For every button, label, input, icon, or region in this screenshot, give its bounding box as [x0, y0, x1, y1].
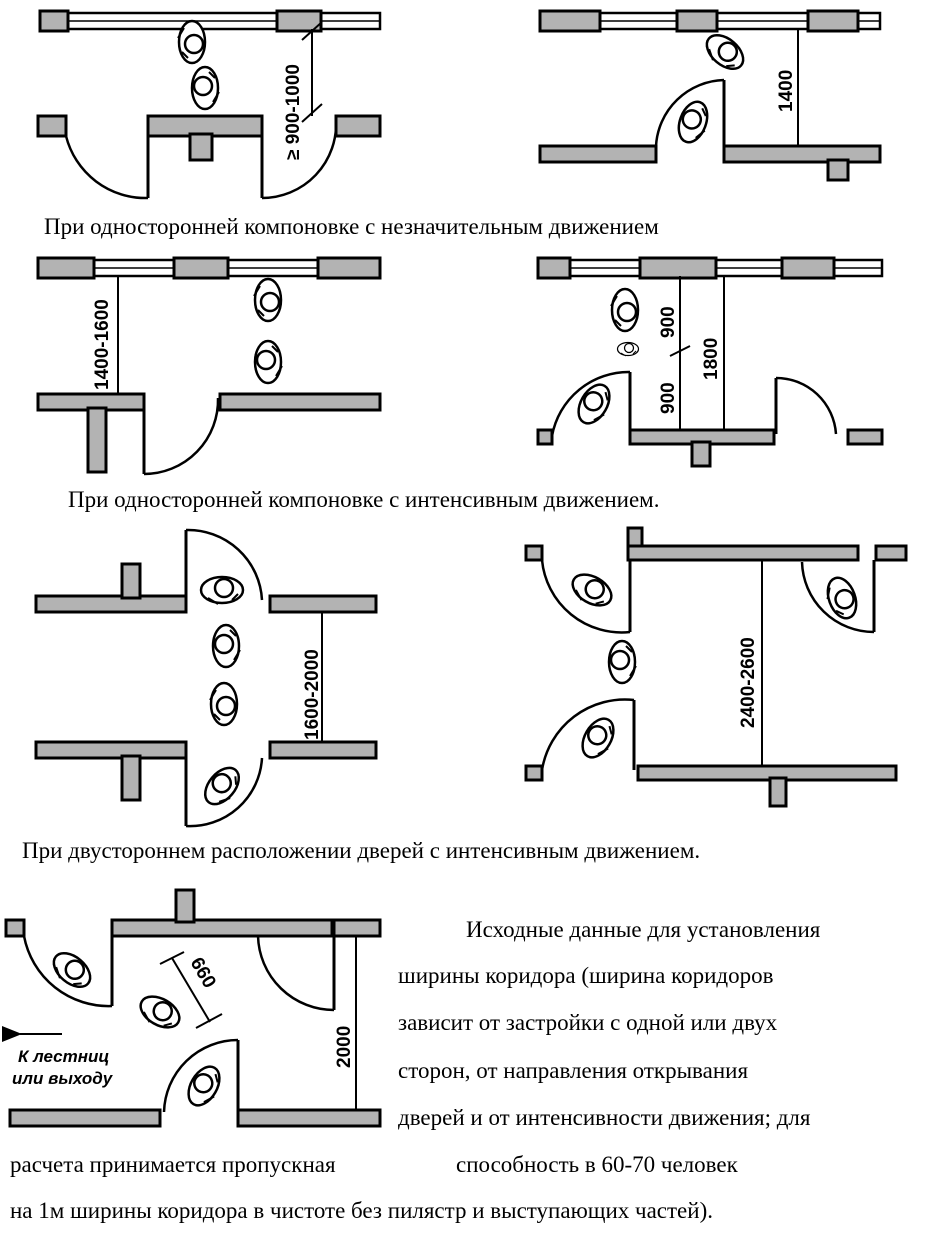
person-icon: [211, 623, 242, 669]
caption-one-side-high: При односторонней компоновке с интенсивн…: [68, 487, 660, 512]
dimension-label: ≥ 900-1000: [283, 64, 304, 160]
description-line-4: сторон, от направления открывания: [398, 1058, 749, 1083]
dimension-label: 2000: [334, 1026, 355, 1068]
person-icon: [190, 65, 221, 111]
dimension-label: 1400-1600: [92, 299, 113, 390]
diagram-one-side-high-right: 900 900 1800: [536, 256, 884, 468]
person-icon: [252, 277, 283, 323]
diagram-one-side-low-right: 1400: [538, 9, 882, 182]
person-icon: [133, 988, 186, 1036]
description-line-6b: способность в 60-70 человек: [456, 1152, 738, 1177]
person-icon: [199, 575, 245, 606]
person-icon: [607, 639, 638, 685]
diagram-one-side-high-left: 1400-1600: [36, 256, 382, 476]
stair-label-line1: К лестниц: [18, 1047, 109, 1066]
person-icon: [672, 96, 715, 148]
description-line-7: на 1м ширины коридора в чистоте без пиля…: [10, 1198, 713, 1223]
person-icon: [197, 760, 248, 813]
description-line-6a: расчета принимается пропускная: [10, 1152, 336, 1177]
dimension-label: 660: [186, 954, 220, 992]
diagram-one-side-low-left: ≥ 900-1000: [36, 9, 382, 200]
description-line-1: Исходные данные для установления: [466, 917, 821, 942]
diagram-two-side-high-right: 2400-2600: [524, 526, 908, 808]
dimension-label: 900: [658, 306, 679, 338]
diagram-two-side-high-left: 1600-2000: [34, 528, 378, 828]
description-line-2: ширины коридора (ширина коридоров: [398, 963, 774, 988]
description-line-5: дверей и от интенсивности движения; для: [398, 1105, 811, 1130]
dimension-label: 1800: [701, 338, 722, 380]
description-line-3: зависит от застройки с одной или двух: [398, 1010, 778, 1035]
person-icon: [570, 378, 618, 431]
person-icon: [574, 712, 622, 765]
person-icon: [176, 19, 207, 65]
dimension-label: 900: [658, 382, 679, 414]
dimension-label: 2400-2600: [738, 637, 759, 728]
person-icon: [253, 339, 284, 385]
person-icon: [609, 287, 640, 333]
person-icon: [208, 681, 239, 727]
person-icon: [616, 341, 640, 357]
stair-label-line2: или выходу: [12, 1069, 114, 1088]
caption-one-side-low: При односторонней компоновке с незначите…: [44, 214, 659, 239]
diagram-corridor-example: 660 2000 К лестниц или выходу: [1, 888, 382, 1128]
person-icon: [180, 1060, 228, 1113]
caption-two-side-high: При двустороннем расположении дверей с и…: [22, 838, 701, 863]
person-icon: [698, 27, 751, 78]
dimension-label: 1600-2000: [302, 649, 323, 740]
person-icon: [565, 566, 618, 614]
dimension-label: 1400: [776, 70, 797, 112]
